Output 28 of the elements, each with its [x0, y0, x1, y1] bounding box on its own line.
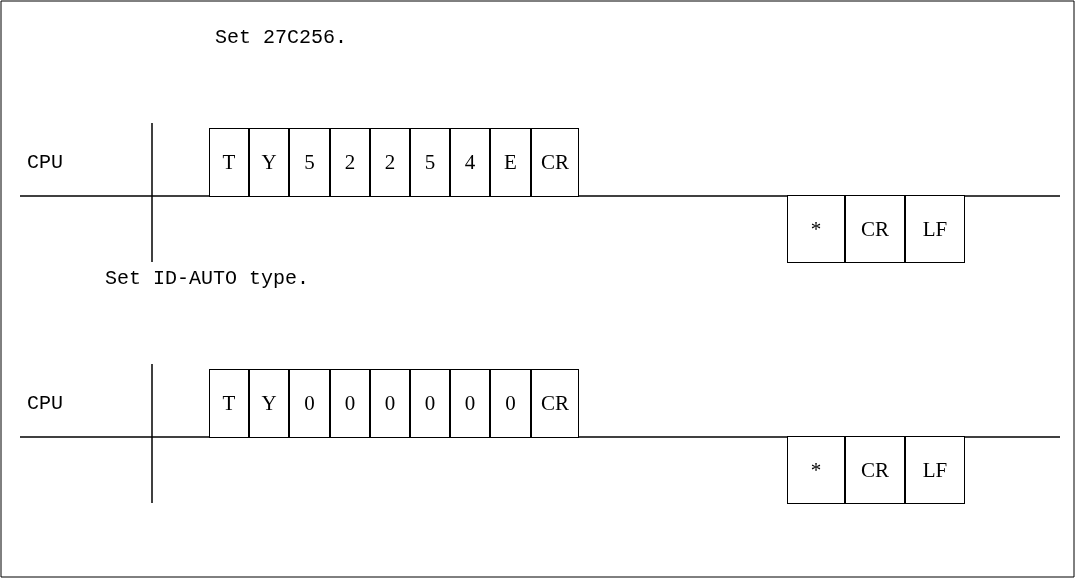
byte-cell: LF [905, 195, 965, 263]
byte-cell: CR [531, 369, 579, 438]
byte-cell: 0 [289, 369, 330, 438]
byte-cell: Y [249, 369, 289, 438]
byte-cell: T [209, 128, 249, 197]
byte-cell: 0 [450, 369, 490, 438]
byte-cell: 2 [370, 128, 410, 197]
byte-cell: 5 [410, 128, 450, 197]
byte-cell: * [787, 436, 845, 504]
byte-cell: CR [845, 436, 905, 504]
byte-cell: 0 [330, 369, 370, 438]
byte-cell: 5 [289, 128, 330, 197]
byte-cell: 0 [370, 369, 410, 438]
byte-cell: CR [845, 195, 905, 263]
byte-cell: 2 [330, 128, 370, 197]
byte-cell: 4 [450, 128, 490, 197]
byte-cell: CR [531, 128, 579, 197]
byte-cell: 0 [490, 369, 531, 438]
row-label: CPU [27, 392, 63, 415]
byte-cell: LF [905, 436, 965, 504]
byte-cell: 0 [410, 369, 450, 438]
byte-cell: * [787, 195, 845, 263]
byte-cell: T [209, 369, 249, 438]
section-heading: Set 27C256. [215, 26, 348, 49]
row-label: CPU [27, 151, 63, 174]
section-heading: Set ID-AUTO type. [105, 267, 310, 290]
byte-cell: E [490, 128, 531, 197]
byte-cell: Y [249, 128, 289, 197]
